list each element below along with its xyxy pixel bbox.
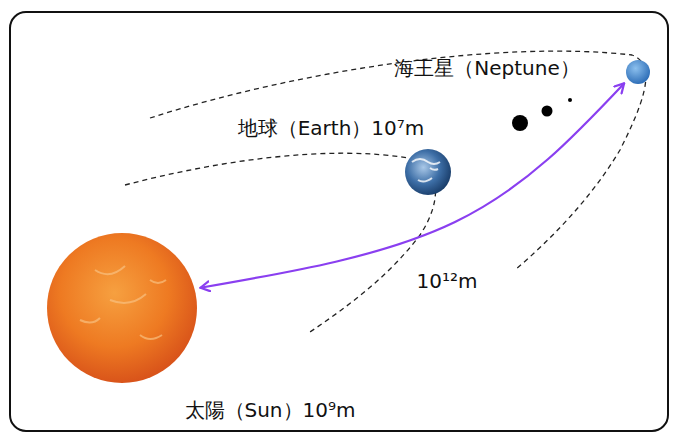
planet-neptune: 海王星（Neptune）	[626, 60, 650, 84]
dot	[542, 106, 553, 117]
planet-earth: 地球（Earth）10⁷m	[405, 149, 451, 195]
earth-disc	[405, 149, 451, 195]
earth-clouds	[412, 159, 440, 182]
body-label: 地球（Earth）10⁷m	[238, 117, 425, 139]
dot	[568, 98, 572, 102]
body-label: 海王星（Neptune）	[394, 57, 579, 79]
distance-arrow	[200, 83, 624, 287]
dot	[512, 115, 528, 131]
body-label: 太陽（Sun）10⁹m	[185, 399, 356, 421]
distance-label: 10¹²m	[414, 270, 481, 292]
neptune-disc	[626, 60, 650, 84]
frame	[10, 12, 668, 431]
star-sun: 太陽（Sun）10⁹m	[47, 233, 197, 383]
sun-disc	[47, 233, 197, 383]
sun-texture	[80, 266, 166, 339]
neptune-orbit	[150, 51, 646, 270]
